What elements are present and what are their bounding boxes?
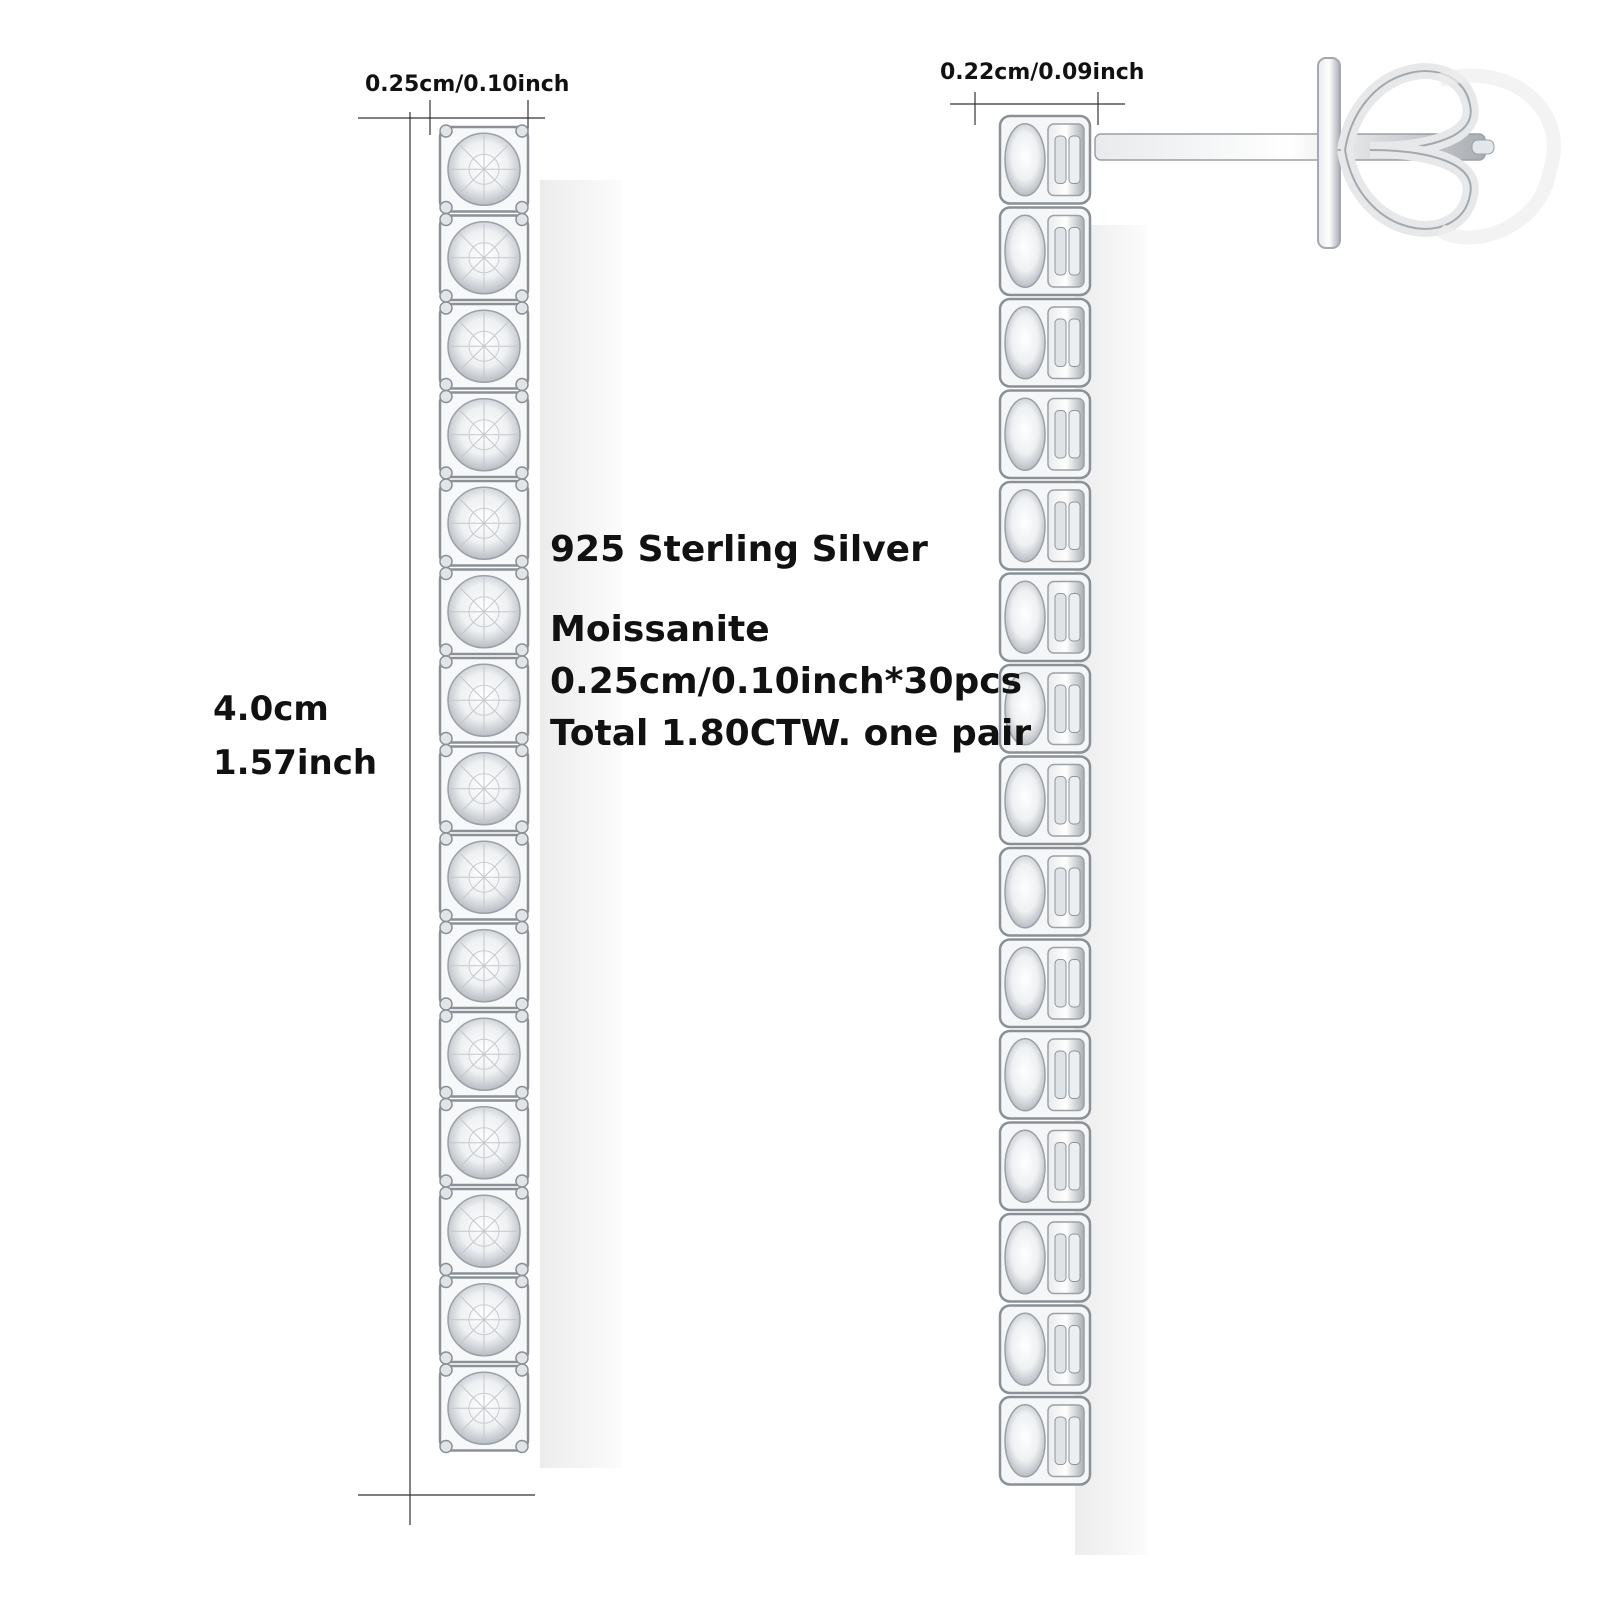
right-stone-setting — [998, 846, 1092, 937]
right-stone-setting — [998, 1029, 1092, 1120]
left-stone-setting — [438, 1363, 530, 1454]
right-stone-setting — [998, 663, 1092, 754]
right-stone-setting — [998, 572, 1092, 663]
left-stone-setting — [438, 1186, 530, 1277]
height-inch-label: 1.57inch — [213, 743, 378, 783]
butterfly-back — [1317, 57, 1561, 249]
right-stone-setting — [998, 206, 1092, 297]
material-label: 925 Sterling Silver — [550, 529, 928, 570]
left-height-dimension — [358, 112, 535, 1525]
left-stone-setting — [438, 301, 530, 392]
left-stone-setting — [438, 832, 530, 923]
right-stone-setting — [998, 1395, 1092, 1486]
right-stone-setting — [998, 297, 1092, 388]
left-stone-setting — [438, 655, 530, 746]
left-stone-setting — [438, 566, 530, 657]
right-stone-setting — [998, 1304, 1092, 1395]
right-width-dimension — [950, 92, 1125, 125]
left-stone-setting — [438, 124, 530, 215]
left-stone-setting — [438, 1274, 530, 1365]
left-stone-setting — [438, 1009, 530, 1100]
stone-size-label: 0.25cm/0.10inch*30pcs — [550, 661, 1023, 702]
left-stone-setting — [438, 212, 530, 303]
left-stone-setting — [438, 1097, 530, 1188]
right-stone-setting — [998, 938, 1092, 1029]
left-earring-shadow — [540, 180, 622, 1468]
right-stone-setting — [998, 389, 1092, 480]
height-cm-label: 4.0cm — [213, 689, 329, 729]
stone-label: Moissanite — [550, 609, 770, 650]
right-stone-setting — [998, 480, 1092, 571]
right-stone-setting — [998, 1212, 1092, 1303]
right-width-label: 0.22cm/0.09inch — [940, 60, 1145, 85]
left-width-label: 0.25cm/0.10inch — [365, 72, 570, 97]
right-stone-setting — [998, 755, 1092, 846]
right-stone-setting — [998, 114, 1092, 205]
left-stone-setting — [438, 389, 530, 480]
left-stone-setting — [438, 478, 530, 569]
total-label: Total 1.80CTW. one pair — [550, 713, 1032, 754]
left-earring — [438, 124, 530, 1454]
left-stone-setting — [438, 920, 530, 1011]
right-earring — [998, 114, 1092, 1486]
right-stone-setting — [998, 1121, 1092, 1212]
left-stone-setting — [438, 743, 530, 834]
